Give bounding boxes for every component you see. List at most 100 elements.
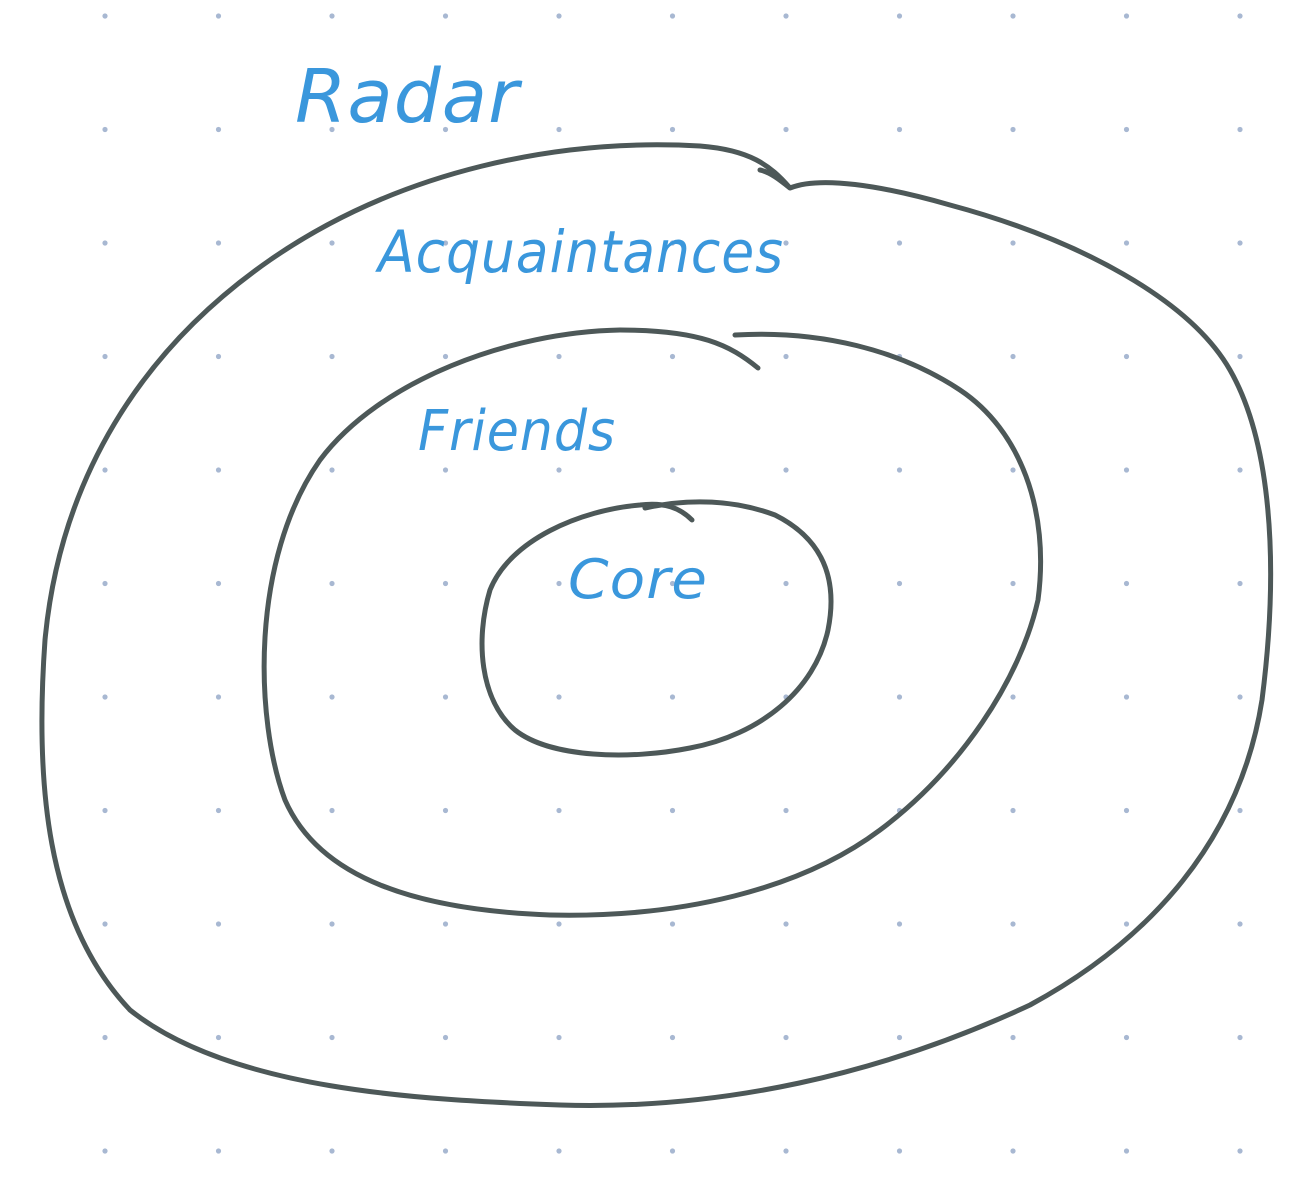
grid-dot bbox=[1010, 126, 1016, 133]
grid-dot bbox=[1010, 580, 1016, 587]
grid-dot bbox=[556, 467, 562, 473]
grid-dot bbox=[1237, 1148, 1243, 1154]
grid-dot bbox=[669, 126, 676, 133]
grid-dot bbox=[896, 1034, 903, 1041]
grid-dot bbox=[669, 467, 676, 473]
grid-dot bbox=[442, 1034, 449, 1041]
grid-dot bbox=[215, 467, 222, 473]
grid-dot bbox=[556, 126, 562, 133]
ring-core bbox=[479, 499, 834, 758]
grid-dot bbox=[442, 1148, 449, 1154]
grid-dot bbox=[556, 580, 562, 587]
grid-dot bbox=[102, 126, 108, 133]
grid-dot bbox=[1123, 921, 1130, 927]
grid-dot bbox=[329, 353, 335, 360]
grid-dot bbox=[102, 1034, 108, 1041]
grid-dot bbox=[1237, 467, 1243, 473]
grid-dot bbox=[215, 694, 222, 700]
grid-dot bbox=[783, 13, 789, 19]
grid-dot bbox=[783, 126, 789, 133]
grid-dot bbox=[1237, 1034, 1243, 1041]
grid-dot bbox=[1010, 694, 1016, 700]
grid-dot bbox=[102, 13, 108, 19]
grid-dot bbox=[669, 921, 676, 927]
grid-dot bbox=[783, 580, 789, 587]
grid-dot bbox=[1123, 126, 1130, 133]
grid-dot bbox=[1123, 807, 1130, 814]
grid-dot bbox=[329, 240, 335, 246]
ring-acquaintances bbox=[39, 142, 1274, 1108]
grid-dot bbox=[1237, 353, 1243, 360]
grid-dot bbox=[442, 353, 449, 360]
grid-dot bbox=[896, 13, 903, 19]
grid-dot bbox=[783, 1034, 789, 1041]
grid-dot bbox=[329, 467, 335, 473]
grid-dot bbox=[556, 353, 562, 360]
grid-dot bbox=[1123, 13, 1130, 19]
grid-dot bbox=[442, 126, 449, 133]
grid-dot bbox=[556, 1148, 562, 1154]
grid-dot bbox=[896, 580, 903, 587]
grid-dot bbox=[102, 353, 108, 360]
grid-dot bbox=[669, 580, 676, 587]
grid-dot bbox=[896, 1148, 903, 1154]
grid-dot bbox=[329, 807, 335, 814]
ring-label-friends: Friends bbox=[418, 399, 616, 464]
grid-dot bbox=[102, 240, 108, 246]
grid-dot bbox=[329, 126, 335, 133]
diagram-title: Radar bbox=[295, 54, 523, 140]
grid-dot bbox=[1237, 126, 1243, 133]
grid-dot bbox=[1237, 240, 1243, 246]
grid-dot bbox=[1123, 353, 1130, 360]
grid-dot bbox=[215, 580, 222, 587]
grid-dot bbox=[556, 921, 562, 927]
grid-dot bbox=[215, 13, 222, 19]
grid-dot bbox=[442, 240, 449, 246]
grid-dot bbox=[896, 126, 903, 133]
grid-dot bbox=[329, 13, 335, 19]
grid-dot bbox=[783, 1148, 789, 1154]
grid-dot bbox=[556, 240, 562, 246]
grid-dot bbox=[783, 807, 789, 814]
grid-dot bbox=[1237, 580, 1243, 587]
grid-dot bbox=[329, 580, 335, 587]
ring-friends bbox=[261, 327, 1044, 918]
grid-dot bbox=[556, 1034, 562, 1041]
ring-label-acquaintances: Acquaintances bbox=[374, 218, 784, 286]
grid-dot bbox=[442, 694, 449, 700]
grid-dot bbox=[1123, 580, 1130, 587]
grid-dot bbox=[215, 1148, 222, 1154]
grid-dot bbox=[215, 126, 222, 133]
grid-dot bbox=[1010, 1148, 1016, 1154]
grid-dot bbox=[215, 807, 222, 814]
grid-dot bbox=[1010, 1034, 1016, 1041]
grid-dot bbox=[556, 807, 562, 814]
grid-dot bbox=[783, 467, 789, 473]
grid-dot bbox=[669, 694, 676, 700]
grid-dot bbox=[102, 807, 108, 814]
grid-dot bbox=[1010, 240, 1016, 246]
grid-dot bbox=[669, 240, 676, 246]
grid-dot bbox=[102, 580, 108, 587]
grid-dot bbox=[783, 921, 789, 927]
grid-dot bbox=[783, 240, 789, 246]
grid-dot bbox=[896, 240, 903, 246]
grid-dot bbox=[442, 807, 449, 814]
grid-dot bbox=[1123, 1034, 1130, 1041]
grid-dot bbox=[896, 467, 903, 473]
grid-dot bbox=[102, 694, 108, 700]
grid-dot bbox=[896, 921, 903, 927]
grid-dot bbox=[102, 467, 108, 473]
grid-dot bbox=[215, 921, 222, 927]
grid-dot bbox=[669, 353, 676, 360]
grid-dot bbox=[1123, 694, 1130, 700]
grid-dot bbox=[1123, 467, 1130, 473]
grid-dot bbox=[556, 13, 562, 19]
grid-dot bbox=[329, 694, 335, 700]
grid-dot bbox=[329, 1034, 335, 1041]
grid-dot bbox=[1010, 921, 1016, 927]
grid-dot bbox=[1237, 921, 1243, 927]
grid-dot bbox=[1010, 467, 1016, 473]
grid-dot bbox=[442, 921, 449, 927]
